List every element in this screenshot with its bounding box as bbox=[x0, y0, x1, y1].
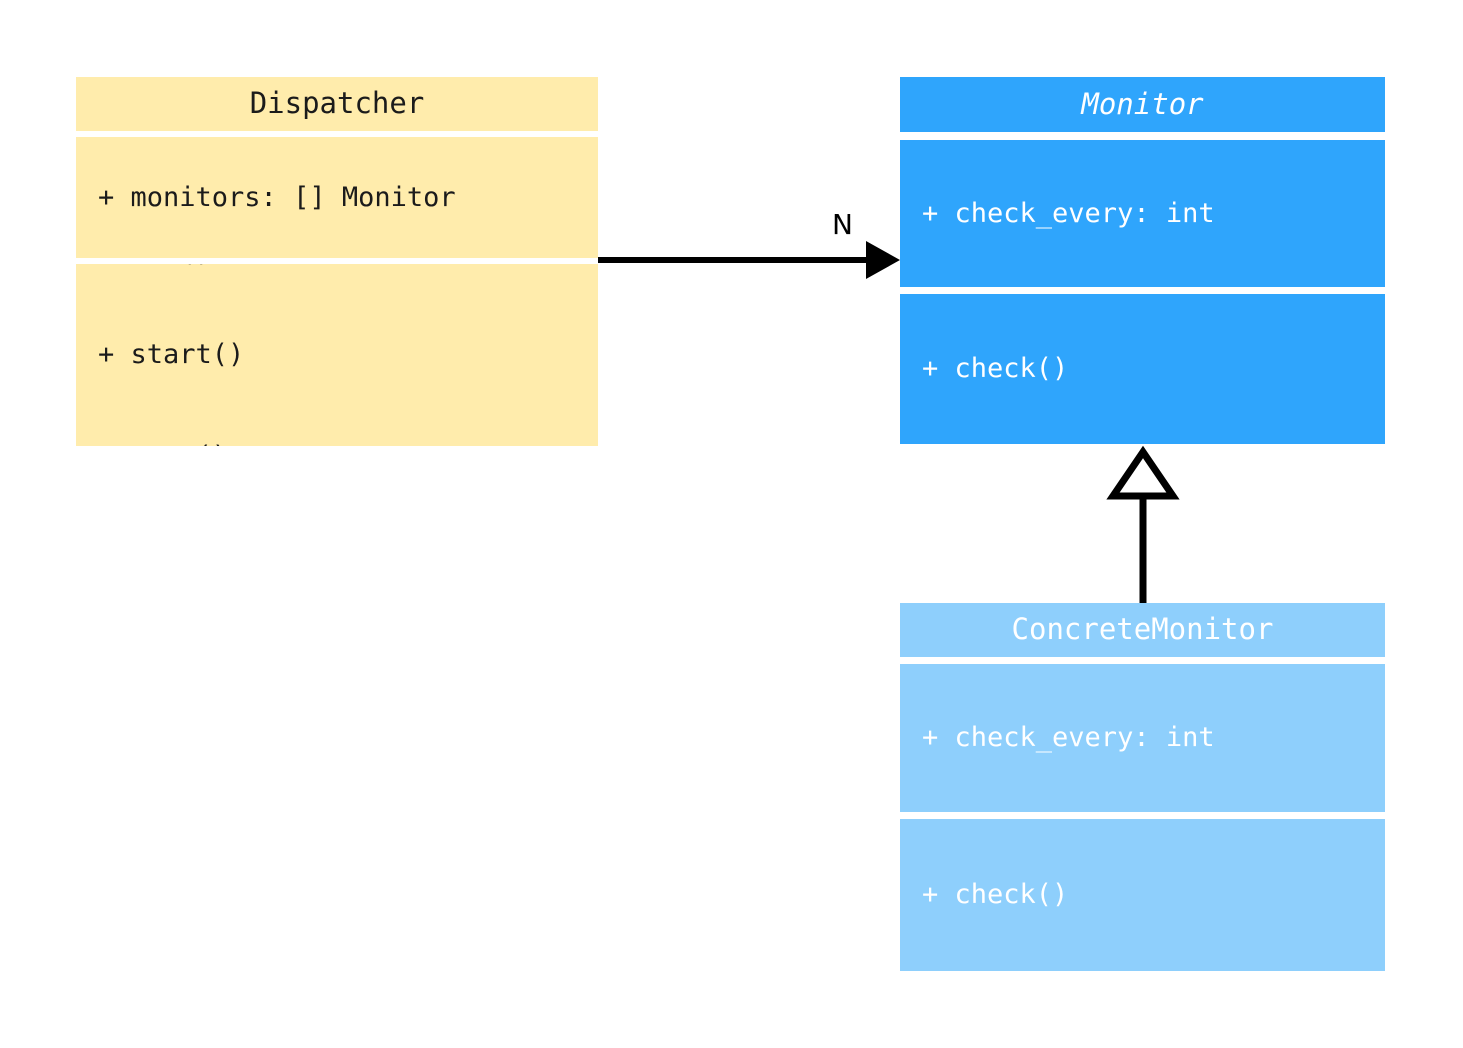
method-item: + start() bbox=[98, 339, 245, 370]
attribute-list-concrete-monitor: + check_every: int bbox=[922, 664, 1377, 812]
class-box-monitor[interactable]: Monitor + check_every: int + check() bbox=[900, 77, 1385, 444]
attribute-item: + monitors: [] Monitor bbox=[98, 181, 456, 213]
class-box-concrete-monitor[interactable]: ConcreteMonitor + check_every: int + che… bbox=[900, 603, 1385, 971]
method-item: + stop() bbox=[98, 440, 590, 446]
attribute-item: + check_every: int bbox=[922, 197, 1215, 229]
method-list-dispatcher: + run() + start() + stop() bbox=[98, 264, 590, 446]
class-name-monitor: Monitor bbox=[1081, 86, 1204, 121]
class-methods-dispatcher: + run() + start() + stop() bbox=[76, 264, 598, 446]
class-header-monitor: Monitor bbox=[900, 77, 1385, 132]
hollow-triangle-arrowhead-icon bbox=[1106, 445, 1180, 500]
class-name-concrete-monitor: ConcreteMonitor bbox=[1011, 611, 1274, 646]
class-box-dispatcher[interactable]: Dispatcher + monitors: [] Monitor + run(… bbox=[76, 77, 598, 446]
attribute-list-monitor: + check_every: int bbox=[922, 140, 1377, 287]
class-header-concrete-monitor: ConcreteMonitor bbox=[900, 603, 1385, 657]
class-methods-concrete-monitor: + check() bbox=[900, 819, 1385, 971]
class-header-dispatcher: Dispatcher bbox=[76, 77, 598, 131]
class-attributes-dispatcher: + monitors: [] Monitor bbox=[76, 137, 598, 258]
method-item: + check() bbox=[922, 353, 1069, 384]
method-item: + check() bbox=[922, 879, 1069, 910]
class-name-dispatcher: Dispatcher bbox=[249, 85, 425, 120]
method-item: + run() bbox=[98, 264, 590, 270]
filled-arrowhead-icon bbox=[866, 241, 900, 279]
class-attributes-concrete-monitor: + check_every: int bbox=[900, 664, 1385, 812]
attribute-item: + check_every: int bbox=[922, 722, 1215, 753]
association-dispatcher-to-monitor bbox=[598, 241, 900, 279]
attribute-list-dispatcher: + monitors: [] Monitor bbox=[98, 137, 590, 258]
generalization-concrete-monitor-to-monitor bbox=[1106, 445, 1180, 603]
association-multiplicity-label: N bbox=[832, 208, 853, 241]
class-attributes-monitor: + check_every: int bbox=[900, 140, 1385, 287]
method-list-monitor: + check() bbox=[922, 294, 1377, 444]
method-list-concrete-monitor: + check() bbox=[922, 819, 1377, 971]
class-methods-monitor: + check() bbox=[900, 294, 1385, 444]
